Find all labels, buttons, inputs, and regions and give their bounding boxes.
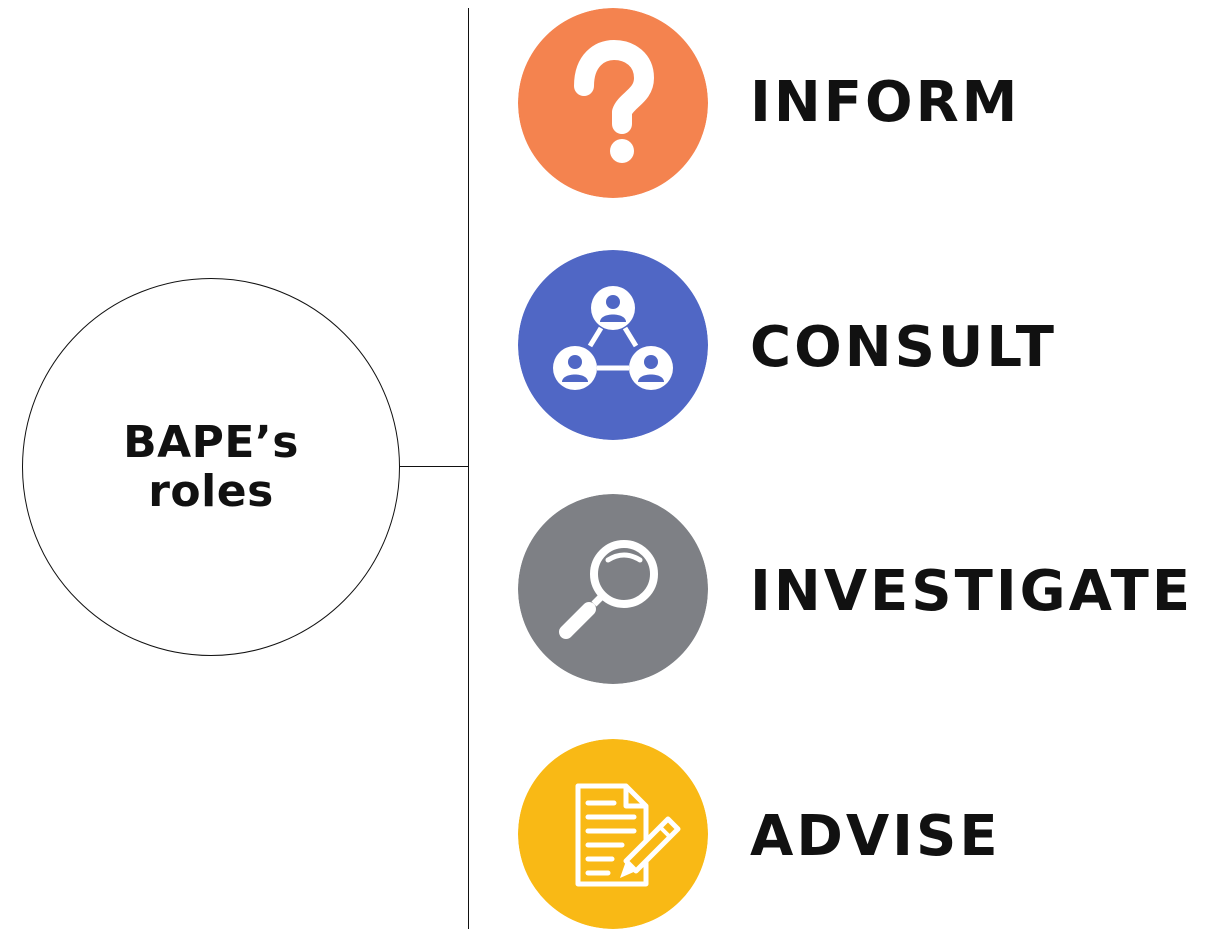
inform-icon-background	[518, 8, 708, 198]
center-label: BAPE’s roles	[123, 416, 299, 517]
advise-icon-background	[518, 739, 708, 929]
consult-icon-background	[518, 250, 708, 440]
inform-label: INFORM	[750, 70, 1021, 135]
magnifying-glass-icon	[518, 494, 708, 684]
document-pencil-icon	[518, 739, 708, 929]
person-node-right	[629, 346, 673, 390]
question-mark-icon	[518, 8, 708, 198]
advise-node	[518, 739, 708, 929]
person-node-top	[591, 286, 635, 330]
center-node: BAPE’s roles	[22, 278, 400, 656]
investigate-icon-background	[518, 494, 708, 684]
advise-label: ADVISE	[750, 804, 1001, 869]
investigate-label: INVESTIGATE	[750, 559, 1194, 624]
connector-horizontal	[400, 466, 469, 467]
connector-vertical	[468, 8, 469, 929]
inform-node	[518, 8, 708, 198]
person-node-left	[553, 346, 597, 390]
consult-label: CONSULT	[750, 315, 1057, 380]
center-label-line-2: roles	[148, 466, 274, 517]
investigate-node	[518, 494, 708, 684]
consult-node	[518, 250, 708, 440]
pencil-shape	[620, 816, 681, 878]
network-people-icon	[518, 250, 708, 440]
center-label-line-1: BAPE’s	[123, 416, 299, 468]
